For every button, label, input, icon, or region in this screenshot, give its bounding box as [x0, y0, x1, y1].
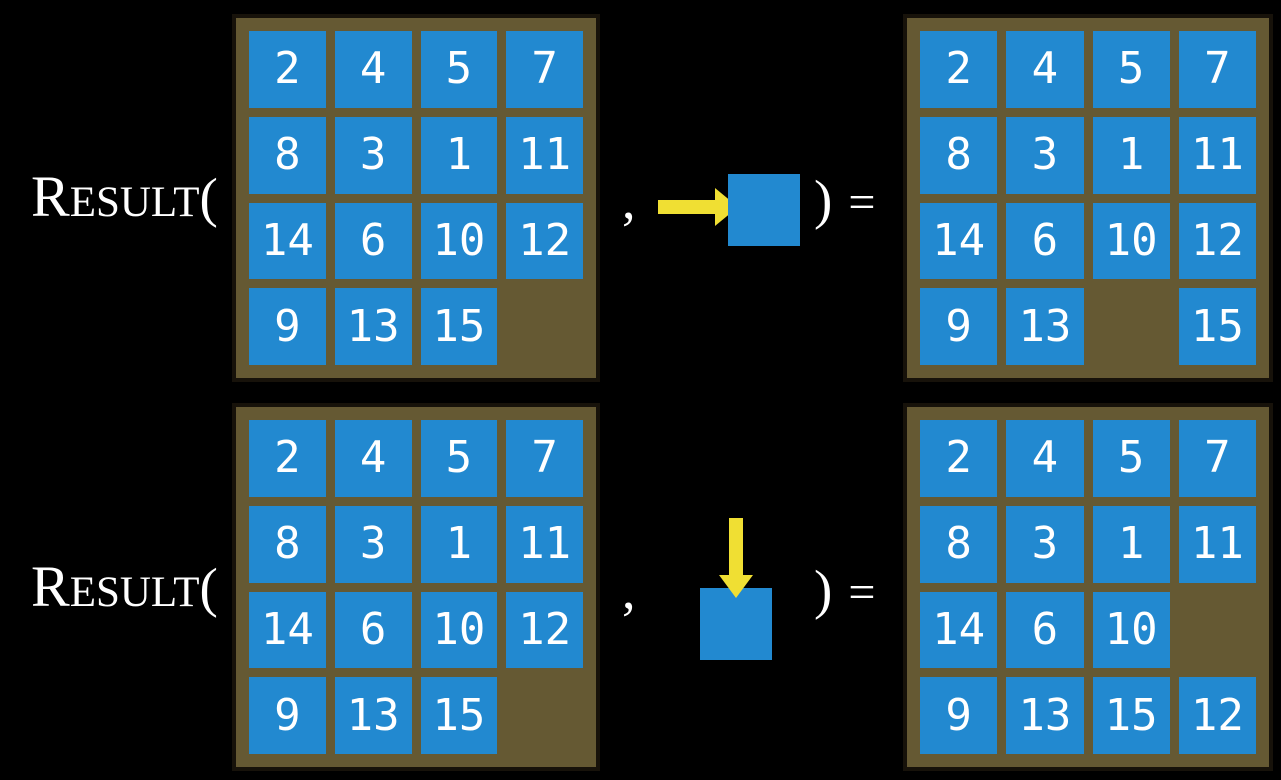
blank-cell	[1179, 592, 1256, 669]
close-paren: )	[814, 559, 833, 620]
puzzle-tile: 8	[249, 505, 326, 583]
puzzle-tile: 12	[506, 591, 583, 669]
puzzle-tile: 5	[420, 31, 498, 108]
puzzle-tile: 5	[420, 420, 498, 497]
action-tile-icon	[700, 588, 772, 660]
equals-sign: =	[848, 566, 876, 619]
arrow-down-icon	[719, 518, 753, 603]
puzzle-tile: 13	[334, 677, 412, 754]
puzzle-tile: 7	[506, 420, 583, 497]
action-tile-icon	[728, 174, 800, 246]
open-paren: (	[199, 557, 218, 618]
puzzle-tile: 2	[920, 31, 998, 108]
puzzle-tile: 5	[1092, 420, 1170, 497]
puzzle-tile: 15	[1092, 677, 1170, 754]
puzzle-tile: 3	[334, 505, 412, 583]
puzzle-tile: 10	[420, 202, 498, 280]
puzzle-tile: 15	[420, 288, 498, 365]
puzzle-tile: 8	[920, 505, 998, 583]
puzzle-tile: 6	[1006, 591, 1084, 669]
puzzle-tile: 7	[1178, 31, 1256, 108]
blank-cell	[506, 288, 583, 365]
function-name-lead: R	[31, 554, 70, 619]
puzzle-tile: 11	[506, 116, 583, 194]
puzzle-tile: 4	[1006, 420, 1084, 497]
puzzle-tile: 10	[1092, 591, 1170, 669]
puzzle-tile: 1	[420, 116, 498, 194]
puzzle-tile: 2	[249, 31, 326, 108]
function-name-lead: R	[31, 164, 70, 229]
puzzle-tile: 14	[920, 591, 998, 669]
function-name-rest: ESULT	[69, 179, 200, 226]
puzzle-tile: 11	[506, 505, 583, 583]
puzzle-tile: 5	[1092, 31, 1170, 108]
puzzle-tile: 9	[249, 288, 326, 365]
puzzle-tile: 12	[1178, 677, 1256, 754]
puzzle-tile: 4	[334, 420, 412, 497]
puzzle-tile: 4	[1006, 31, 1084, 108]
puzzle-tile: 1	[420, 505, 498, 583]
puzzle-tile: 4	[334, 31, 412, 108]
puzzle-tile: 7	[1178, 420, 1256, 497]
puzzle-tile: 14	[920, 202, 998, 280]
close-paren-equals: )=	[814, 562, 875, 617]
close-paren-equals: )=	[814, 172, 875, 227]
puzzle-tile: 2	[920, 420, 998, 497]
puzzle-tile: 13	[1006, 288, 1084, 365]
puzzle-tile: 8	[920, 116, 998, 194]
puzzle-tile: 10	[1092, 202, 1170, 280]
puzzle-tile: 14	[249, 591, 326, 669]
puzzle-tile: 1	[1092, 116, 1170, 194]
puzzle-tile: 6	[1006, 202, 1084, 280]
puzzle-tile: 1	[1092, 505, 1170, 583]
puzzle-tile: 11	[1178, 116, 1256, 194]
puzzle-tile: 13	[1006, 677, 1084, 754]
open-paren: (	[199, 167, 218, 228]
puzzle-tile: 6	[334, 591, 412, 669]
puzzle-tile: 2	[249, 420, 326, 497]
puzzle-tile: 6	[334, 202, 412, 280]
function-name-rest: ESULT	[69, 569, 200, 616]
puzzle-tile: 8	[249, 116, 326, 194]
result-function-label: RESULT(	[31, 168, 218, 226]
puzzle-tile: 7	[506, 31, 583, 108]
argument-comma: ,	[622, 560, 636, 620]
puzzle-tile: 11	[1178, 505, 1256, 583]
argument-comma: ,	[622, 170, 636, 230]
puzzle-tile: 3	[1006, 505, 1084, 583]
puzzle-tile: 13	[334, 288, 412, 365]
puzzle-tile: 9	[920, 288, 998, 365]
equals-sign: =	[848, 176, 876, 229]
puzzle-tile: 10	[420, 591, 498, 669]
result-function-label: RESULT(	[31, 558, 218, 616]
blank-cell	[506, 677, 583, 754]
puzzle-tile: 9	[249, 677, 326, 754]
puzzle-tile: 3	[334, 116, 412, 194]
close-paren: )	[814, 169, 833, 230]
puzzle-tile: 9	[920, 677, 998, 754]
arrow-right-icon	[658, 188, 738, 231]
blank-cell	[1093, 288, 1170, 365]
puzzle-tile: 14	[249, 202, 326, 280]
puzzle-tile: 12	[506, 202, 583, 280]
puzzle-tile: 15	[420, 677, 498, 754]
puzzle-tile: 15	[1178, 288, 1256, 365]
puzzle-tile: 12	[1178, 202, 1256, 280]
puzzle-tile: 3	[1006, 116, 1084, 194]
